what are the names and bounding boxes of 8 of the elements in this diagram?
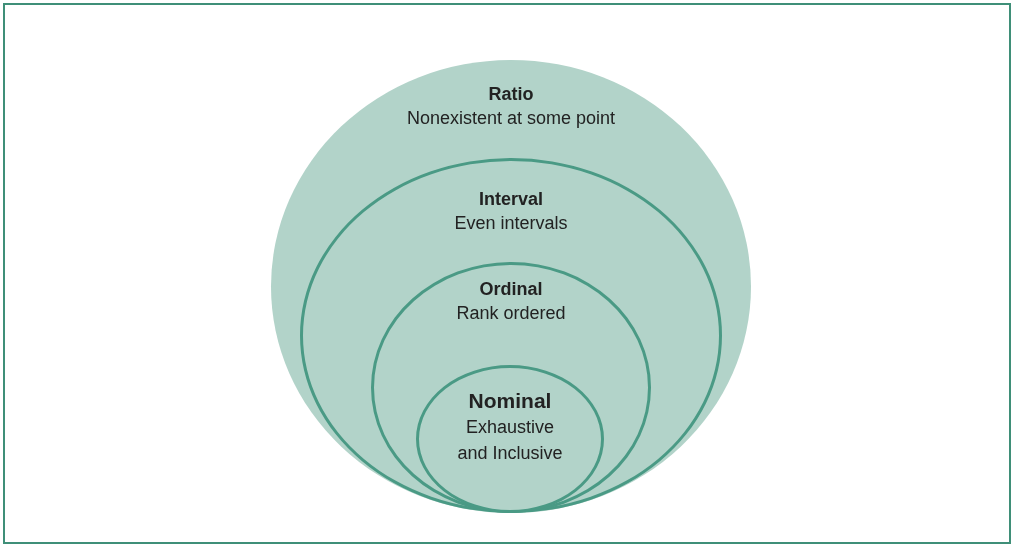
level-name: Ratio xyxy=(488,83,534,106)
level-name: Nominal xyxy=(468,388,552,414)
level-description: Exhaustive and Inclusive xyxy=(456,416,564,465)
level-description: Rank ordered xyxy=(456,302,566,325)
level-name: Interval xyxy=(479,188,543,211)
level-description: Nonexistent at some point xyxy=(406,107,616,130)
level-name: Ordinal xyxy=(479,278,543,301)
level-description: Even intervals xyxy=(454,212,568,235)
